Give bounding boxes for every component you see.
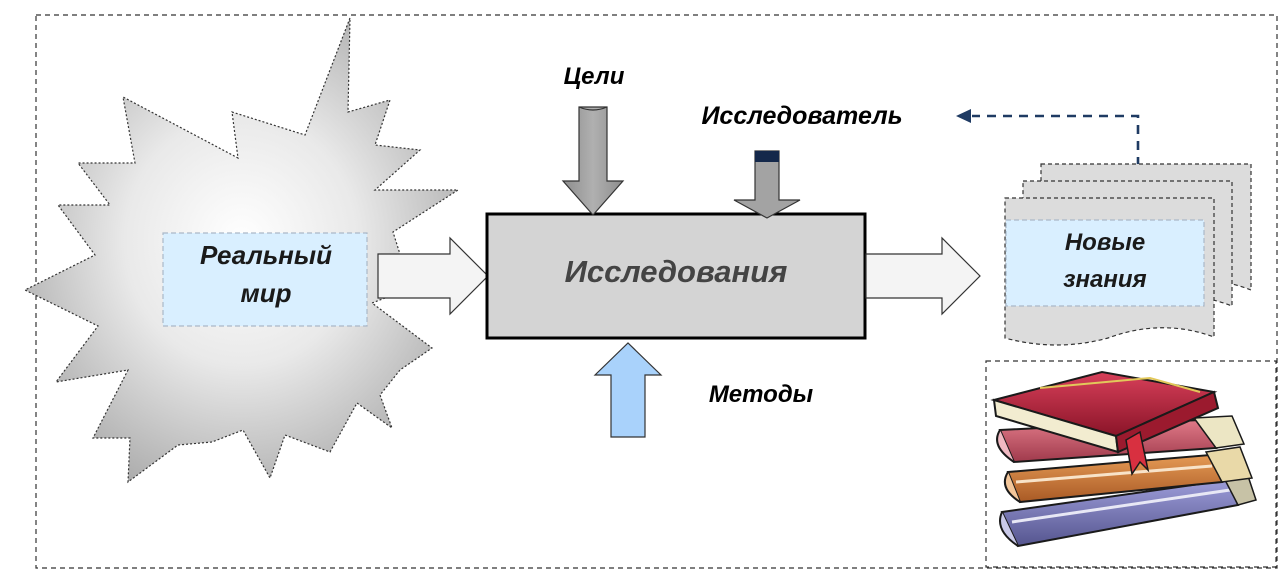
research-box [485,212,867,340]
outer-frame [35,14,1278,569]
output-arrow [865,236,981,316]
real-world-label-line2: мир [241,278,292,308]
input-arrow [377,236,489,316]
real-world-label-line1: Реальный [200,240,332,270]
real-world-box [162,232,368,327]
methods-label: Методы [709,381,814,408]
methods-arrow [593,342,663,438]
new-knowledge-box [1005,219,1205,307]
researcher-arrow-top [755,151,779,162]
new-knowledge-label-line1: Новые [1065,229,1145,256]
feedback-arrowhead [956,109,971,123]
goals-arrow [561,106,625,216]
feedback-dashed-line [972,114,1140,182]
goals-label: Цели [564,63,625,90]
researcher-label: Исследователь [701,102,902,130]
new-knowledge-label-line2: знания [1063,266,1146,293]
goals-arrow-top [578,106,608,111]
research-label: Исследования [565,254,788,289]
books-icon [990,370,1257,548]
